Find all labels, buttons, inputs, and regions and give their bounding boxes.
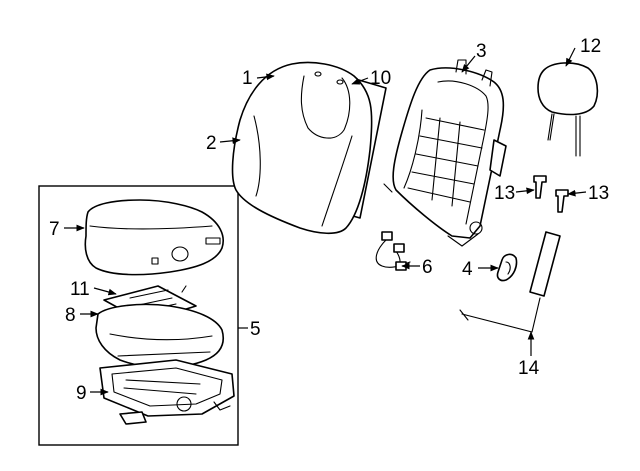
callout-13-left: 13 [494, 183, 515, 204]
callout-leaders [64, 47, 587, 396]
callout-3: 3 [476, 41, 487, 62]
callout-5: 5 [250, 319, 261, 340]
part-14-side-airbag [459, 231, 561, 333]
callout-13-right: 13 [588, 183, 609, 204]
part-4-clip [496, 253, 518, 282]
callout-2: 2 [206, 133, 217, 154]
part-7-cushion-cover [84, 199, 224, 276]
callout-4: 4 [462, 259, 473, 280]
callout-8: 8 [65, 305, 76, 326]
callout-1: 1 [242, 68, 253, 89]
part-6-wire-harness [375, 231, 411, 271]
callout-6: 6 [422, 257, 433, 278]
callout-9: 9 [76, 383, 87, 404]
part-1-seatback-cover [231, 61, 373, 235]
callout-10: 10 [370, 68, 391, 89]
part-13-headrest-guide-left [533, 175, 547, 199]
callout-12: 12 [580, 36, 601, 57]
callout-7: 7 [49, 219, 60, 240]
cushion-assembly-box [38, 185, 239, 446]
part-8-cushion-pad [95, 303, 224, 369]
part-12-headrest [537, 62, 599, 157]
callout-14: 14 [518, 358, 540, 379]
part-13-headrest-guide-right [555, 189, 569, 213]
callout-11: 11 [70, 279, 90, 300]
part-9-cushion-frame [99, 359, 235, 425]
part-3-seatback-frame [383, 59, 507, 247]
